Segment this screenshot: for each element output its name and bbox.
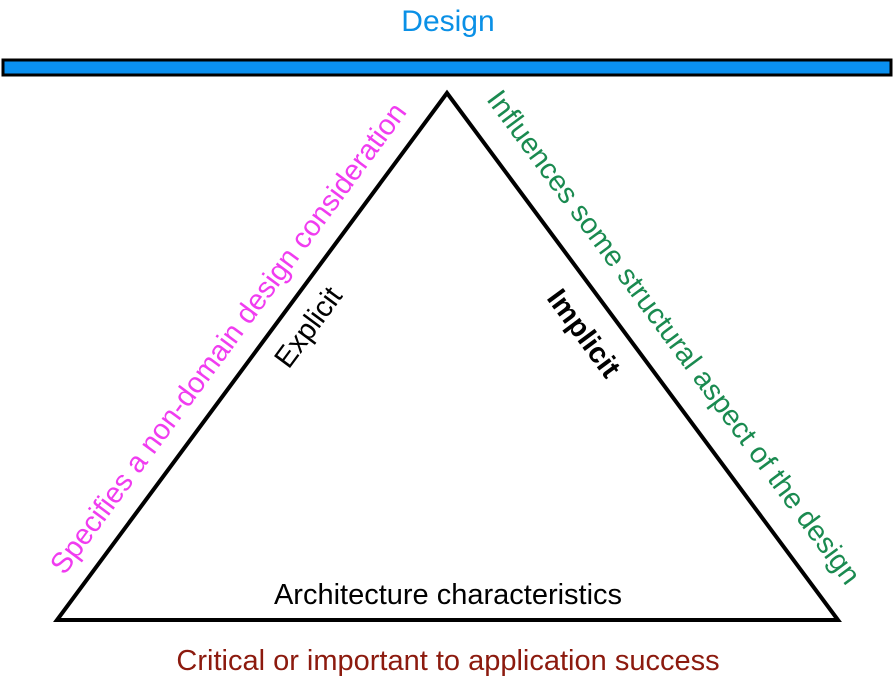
structural-aspect-annotation: Influences some structural aspect of the… [480, 85, 866, 591]
non-domain-consideration-annotation: Specifies a non-domain design considerat… [44, 97, 413, 580]
application-success-annotation: Critical or important to application suc… [176, 645, 719, 677]
implicit-label: Implicit [540, 283, 626, 384]
design-bar [1, 58, 893, 77]
design-title: Design [401, 5, 494, 38]
architecture-triangle [53, 89, 842, 622]
architecture-characteristics-label: Architecture characteristics [274, 579, 622, 611]
